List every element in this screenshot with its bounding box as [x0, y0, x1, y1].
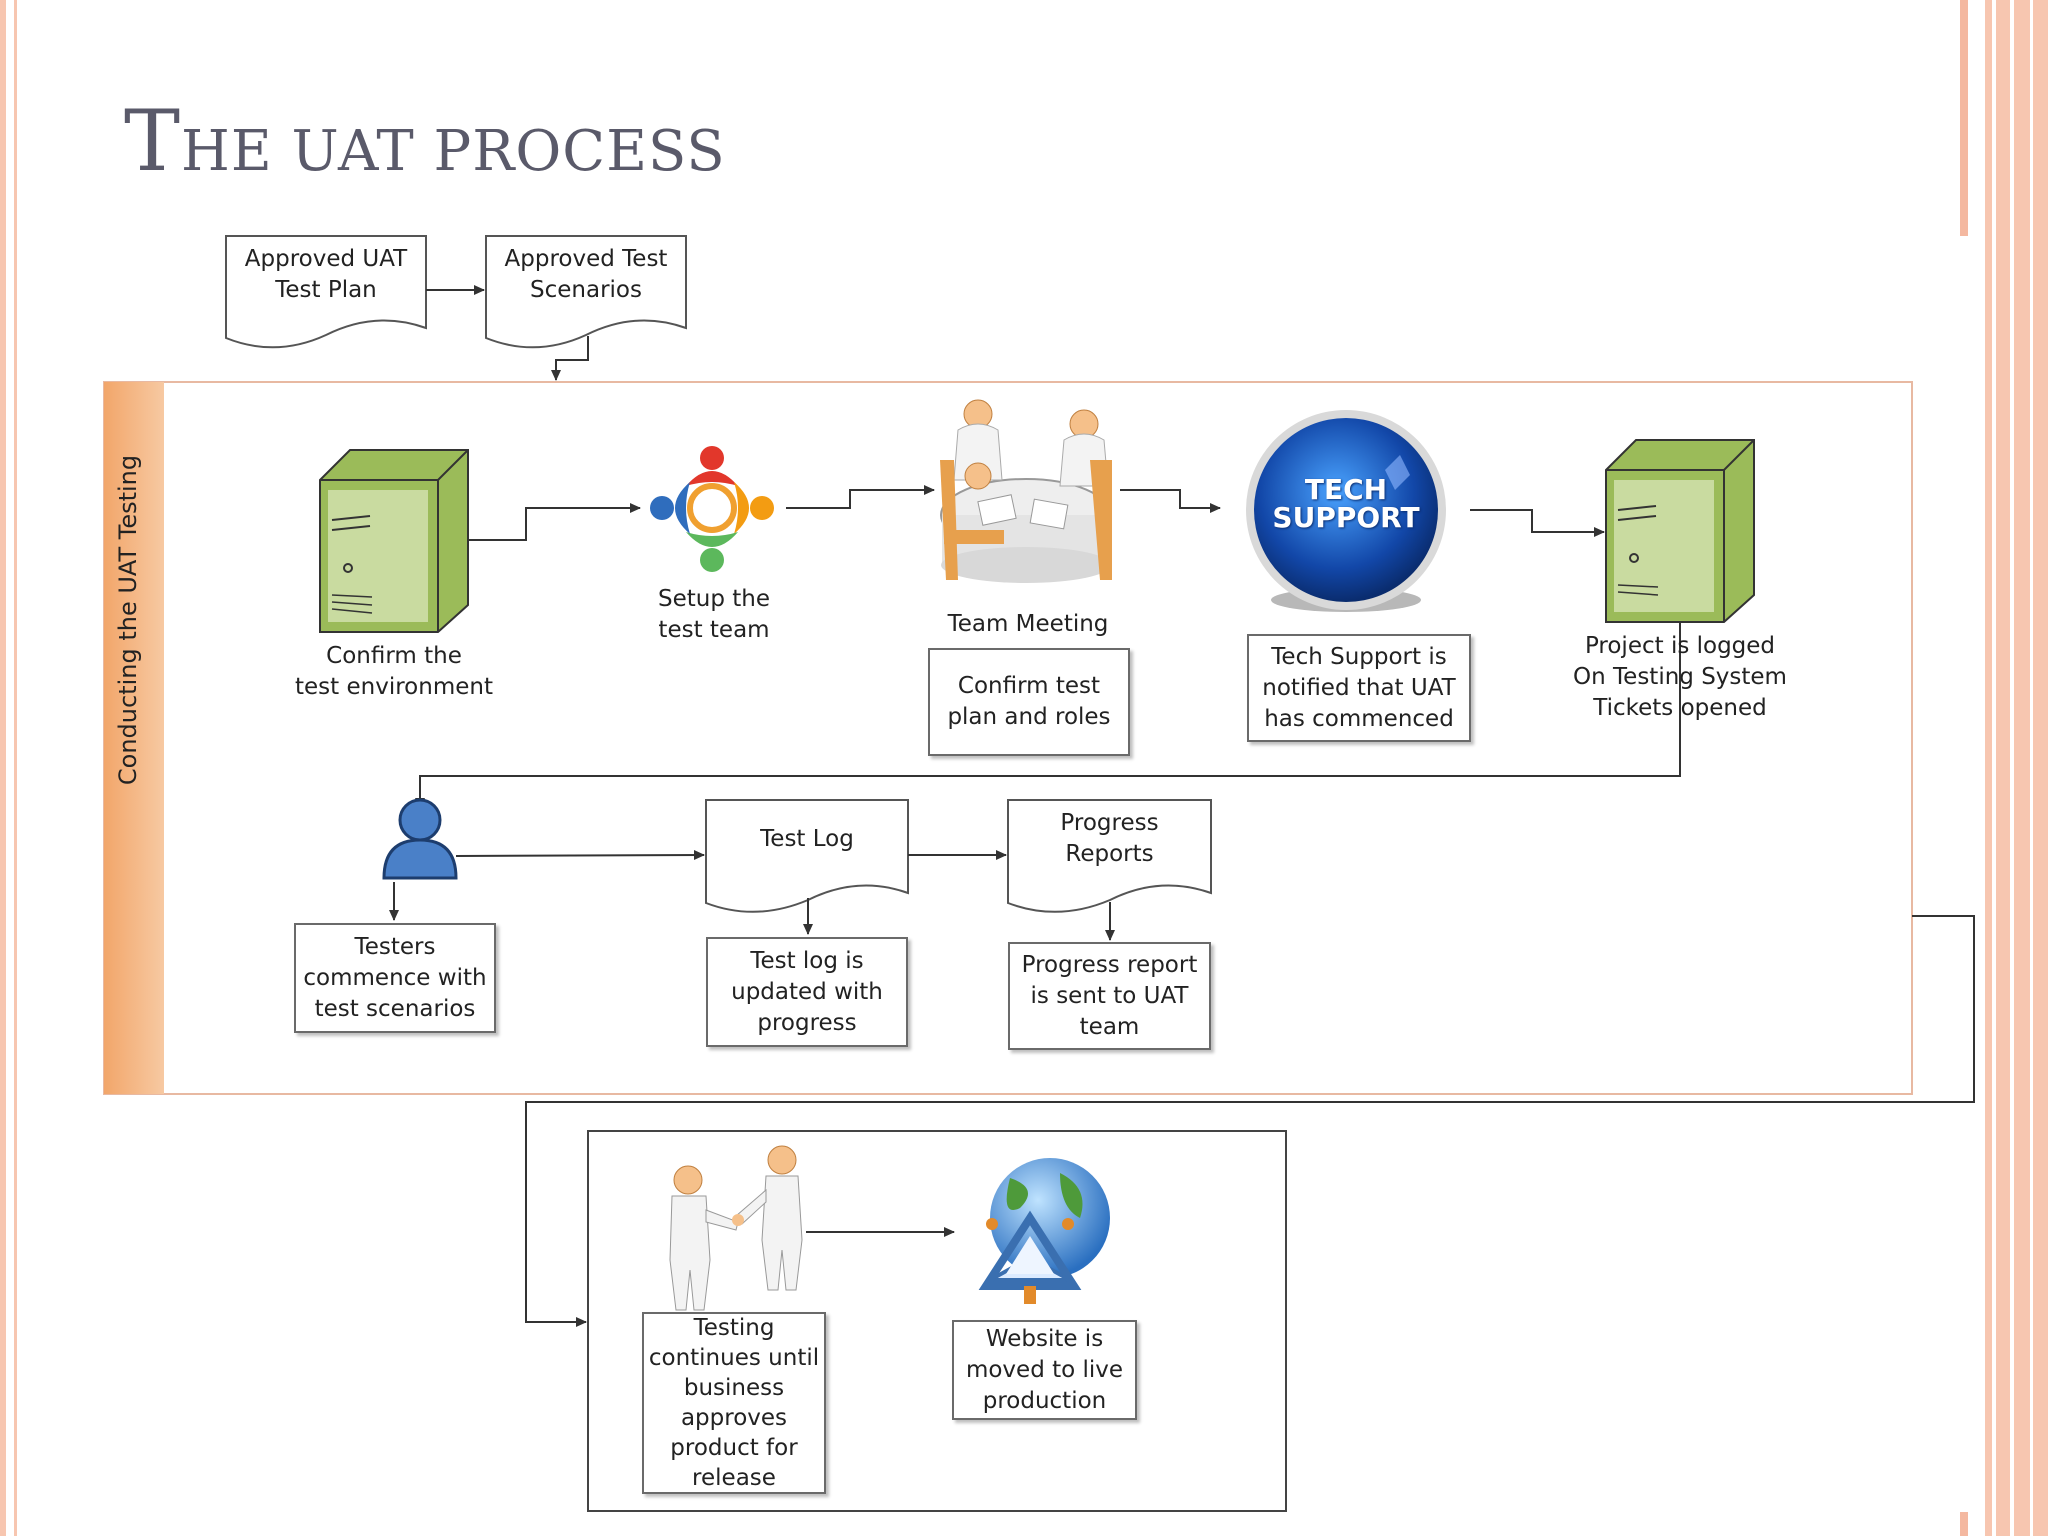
- globe-icon: [978, 1158, 1110, 1304]
- connectors: [389, 285, 1975, 1327]
- box-confirm-plan: Confirm test plan and roles: [928, 648, 1130, 756]
- box-testing-continues: Testing continues until business approve…: [642, 1312, 826, 1494]
- box-tech-support-notified: Tech Support is notified that UAT has co…: [1247, 634, 1471, 742]
- slide-title: THE UAT PROCESS: [124, 92, 726, 190]
- doc-progress-reports: [1007, 799, 1212, 913]
- step-confirm-env: Confirm the test environment: [295, 643, 493, 700]
- server-icon: [319, 449, 469, 633]
- box-log-updated: Test log is updated with progress: [706, 937, 908, 1047]
- meeting-icon: [940, 399, 1112, 583]
- step-setup-team: Setup the test team: [657, 586, 770, 643]
- user-icon: [382, 798, 458, 880]
- server-icon-2: [1605, 439, 1755, 623]
- doc-approved-plan: [225, 235, 427, 349]
- box-website-live: Website is moved to live production: [952, 1320, 1137, 1420]
- step-project-logged: Project is logged On Testing System Tick…: [1573, 633, 1787, 721]
- swimlane-label: Conducting the UAT Testing: [114, 454, 142, 786]
- team-circle-icon: [650, 446, 774, 572]
- box-testers-commence: Testers commence with test scenarios: [294, 923, 496, 1033]
- doc-progress-reports-label: Progress Reports: [1060, 810, 1159, 867]
- doc-approved-scenarios-label: Approved Test Scenarios: [504, 246, 668, 303]
- step-team-meeting: Team Meeting: [947, 611, 1109, 637]
- slide-right-border: [1960, 0, 2048, 1536]
- box-report-sent: Progress report is sent to UAT team: [1008, 942, 1211, 1050]
- doc-approved-plan-label: Approved UAT Test Plan: [244, 246, 408, 303]
- slide-left-border: [0, 0, 17, 1536]
- tech-support-badge: TECH SUPPORT: [1272, 473, 1420, 534]
- doc-test-log-label: Test Log: [760, 826, 854, 852]
- tech-support-icon: [1246, 410, 1446, 612]
- handshake-icon: [669, 1145, 803, 1311]
- doc-approved-scenarios: [485, 235, 687, 349]
